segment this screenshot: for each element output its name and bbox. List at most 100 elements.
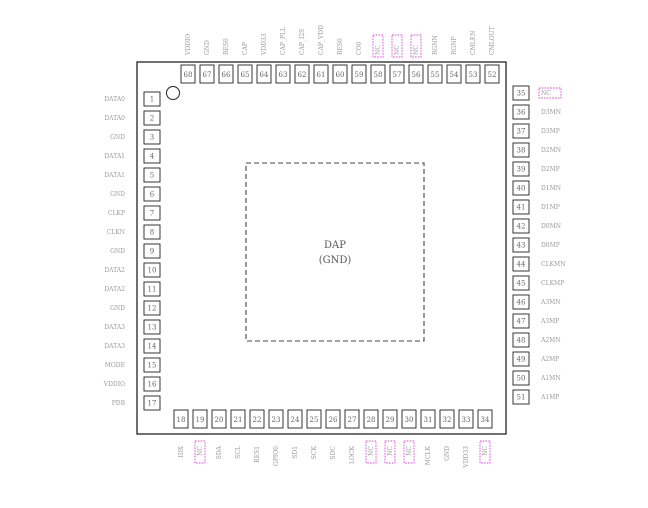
pin-label: PDB <box>112 400 126 407</box>
pin-label: NC <box>482 446 489 456</box>
pin-number: 38 <box>517 147 526 155</box>
pin-8 <box>143 224 161 240</box>
pin-number: 45 <box>517 280 526 288</box>
pin-label: D3MP <box>541 128 560 135</box>
highlight-box <box>365 440 377 464</box>
pin-label: VDD33 <box>463 446 470 469</box>
pin-label: DATA1 <box>104 172 125 179</box>
pin-number: 50 <box>517 375 526 383</box>
pin-6 <box>143 186 161 202</box>
pin-64 <box>256 64 272 84</box>
pin-label: CLKMP <box>541 280 564 287</box>
pin-label: GND <box>110 248 125 255</box>
pin-number: 56 <box>412 71 421 79</box>
pin-label: VDDIO <box>185 34 192 56</box>
pin-4 <box>143 148 161 164</box>
pin-58 <box>370 64 386 84</box>
pin-43 <box>512 237 530 253</box>
pin-label: NC <box>406 446 413 456</box>
pin-number: 60 <box>336 71 345 79</box>
pin-label: LOCK <box>349 445 356 463</box>
pin-number: 3 <box>150 134 154 142</box>
pin-number: 26 <box>329 416 338 424</box>
pin-28 <box>363 409 379 429</box>
pin-number: 5 <box>150 172 154 180</box>
pin-label: CLKN <box>107 229 125 236</box>
pin-number: 32 <box>443 416 452 424</box>
pin-57 <box>389 64 405 84</box>
pin-number: 15 <box>148 362 157 370</box>
pin-49 <box>512 351 530 367</box>
pin-label: D0MP <box>541 242 560 249</box>
pin-48 <box>512 332 530 348</box>
pin-number: 37 <box>517 128 526 136</box>
pin-number: 28 <box>367 416 376 424</box>
pin-11 <box>143 281 161 297</box>
pin-number: 55 <box>431 71 440 79</box>
pin-13 <box>143 319 161 335</box>
pin-label: DATA1 <box>104 153 125 160</box>
pin-61 <box>313 64 329 84</box>
pin-56 <box>408 64 424 84</box>
pin-number: 63 <box>279 71 288 79</box>
pin-number: 8 <box>150 229 154 237</box>
pin-label: GND <box>444 446 451 461</box>
pin-24 <box>287 409 303 429</box>
pin-number: 17 <box>148 400 157 408</box>
pin-number: 31 <box>424 416 433 424</box>
pin-26 <box>325 409 341 429</box>
pin-label: DATA3 <box>104 324 125 331</box>
pin-label: CAP_PLL <box>280 27 287 55</box>
pin-number: 14 <box>148 343 157 351</box>
pin-number: 46 <box>517 299 526 307</box>
pin-label: DATA2 <box>104 286 125 293</box>
pin-number: 16 <box>148 381 157 389</box>
highlight-box <box>194 440 206 464</box>
highlight-box <box>391 34 403 58</box>
pin-7 <box>143 205 161 221</box>
highlight-box <box>479 440 491 464</box>
pin-number: 65 <box>241 71 250 79</box>
pin-number: 12 <box>148 305 157 313</box>
pin-number: 35 <box>517 90 526 98</box>
pin-2 <box>143 110 161 126</box>
pin-number: 27 <box>348 416 357 424</box>
pin-label: SD1 <box>292 446 299 459</box>
pin-label: A2MP <box>540 356 559 363</box>
pin-54 <box>446 64 462 84</box>
pin-44 <box>512 256 530 272</box>
pin-label: VDD33 <box>261 33 268 56</box>
pin-number: 11 <box>148 286 157 294</box>
pin-42 <box>512 218 530 234</box>
pin-label: A3MP <box>540 318 559 325</box>
package-body <box>136 61 507 435</box>
pin-60 <box>332 64 348 84</box>
pin-41 <box>512 199 530 215</box>
pin-label: CLKMN <box>541 261 565 268</box>
pin-51 <box>512 389 530 405</box>
pin-label: A1MN <box>540 375 561 382</box>
pin-number: 4 <box>150 153 155 161</box>
pin-number: 62 <box>298 71 307 79</box>
pin-label: MODE <box>105 362 125 369</box>
pin-9 <box>143 243 161 259</box>
pin-label: GND <box>204 40 211 55</box>
pin-16 <box>143 376 161 392</box>
pin-number: 29 <box>386 416 395 424</box>
pin-25 <box>306 409 322 429</box>
pin-number: 43 <box>517 242 526 250</box>
pin-label: D1MP <box>541 204 560 211</box>
pin-35 <box>512 85 530 101</box>
pin-34 <box>477 409 493 429</box>
pin-number: 7 <box>150 210 154 218</box>
pin-label: D1MN <box>541 185 561 192</box>
pin-66 <box>218 64 234 84</box>
pin-53 <box>465 64 481 84</box>
pin-label: SDC <box>330 446 337 460</box>
pin-label: CO0 <box>356 41 363 55</box>
pin-label: SDA <box>216 445 223 459</box>
pin-number: 58 <box>374 71 383 79</box>
pin-40 <box>512 180 530 196</box>
